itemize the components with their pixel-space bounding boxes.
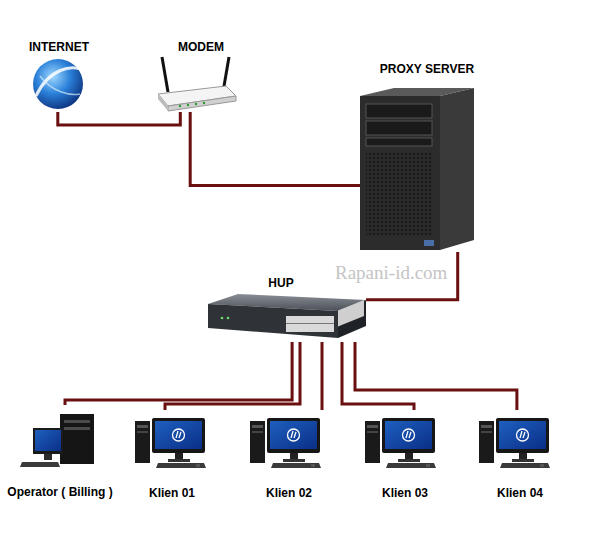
network-cable: [190, 112, 368, 186]
drive-bay: [64, 427, 90, 430]
device-node: Klien 04: [481, 410, 559, 500]
port-panel: [338, 300, 364, 327]
network-cable: [321, 342, 324, 410]
server-front: [360, 96, 440, 250]
device-node: MODEM: [156, 40, 246, 112]
device-label: Klien 04: [497, 486, 543, 500]
server-grille: [366, 152, 432, 236]
device-label: PROXY SERVER: [380, 62, 474, 76]
drive-bay: [366, 138, 432, 146]
device-node: INTERNET: [28, 40, 90, 112]
device-node: Operator ( Billing ): [2, 405, 118, 499]
device-node: Klien 01: [133, 410, 211, 500]
port-panel: [286, 316, 334, 332]
drive-bay: [366, 121, 432, 135]
modem-led: [195, 103, 197, 105]
device-label: Klien 02: [266, 486, 312, 500]
server-side: [440, 88, 474, 250]
network-cable: [342, 342, 414, 410]
device-label: Operator ( Billing ): [7, 485, 112, 499]
antenna: [162, 57, 168, 92]
hub-led: [221, 317, 224, 320]
watermark: Rapani-id.com: [335, 262, 447, 284]
client-pc: [365, 418, 436, 468]
port-divider: [286, 323, 334, 324]
modem-led: [179, 105, 181, 107]
drive-bay: [64, 420, 90, 423]
network-cable: [355, 342, 517, 410]
modem-led: [203, 102, 205, 104]
device-label: MODEM: [178, 40, 224, 54]
device-node: Klien 02: [250, 410, 328, 500]
device-label: Klien 03: [382, 486, 428, 500]
device-node: Klien 03: [366, 410, 444, 500]
device-node: PROXY SERVER: [368, 62, 486, 252]
hub-side: [338, 300, 366, 338]
network-cable: [58, 112, 181, 125]
modem-led: [187, 104, 189, 106]
client-pc: [479, 418, 550, 468]
client-pc: [135, 418, 206, 468]
monitor-screen: [35, 430, 61, 451]
device-label: Klien 01: [149, 486, 195, 500]
hub-led: [227, 317, 230, 320]
device-label: HUP: [268, 276, 293, 290]
network-cable: [65, 342, 292, 405]
server-badge: [424, 240, 434, 246]
device-node: HUP: [196, 276, 366, 342]
hub-front: [208, 304, 338, 338]
network-cable: [165, 342, 300, 410]
monitor-stand: [44, 454, 52, 460]
device-label: INTERNET: [29, 40, 89, 54]
monitor-frame: [33, 428, 63, 454]
modem-front: [168, 96, 236, 111]
pc-tower: [60, 414, 94, 464]
keyboard: [20, 462, 60, 467]
hub-ports: [286, 300, 364, 332]
drive-bay: [366, 104, 432, 118]
modem-side: [158, 94, 168, 111]
client-pc: [250, 418, 321, 468]
globe-swoosh: [40, 76, 80, 94]
globe-swoosh: [36, 68, 86, 96]
